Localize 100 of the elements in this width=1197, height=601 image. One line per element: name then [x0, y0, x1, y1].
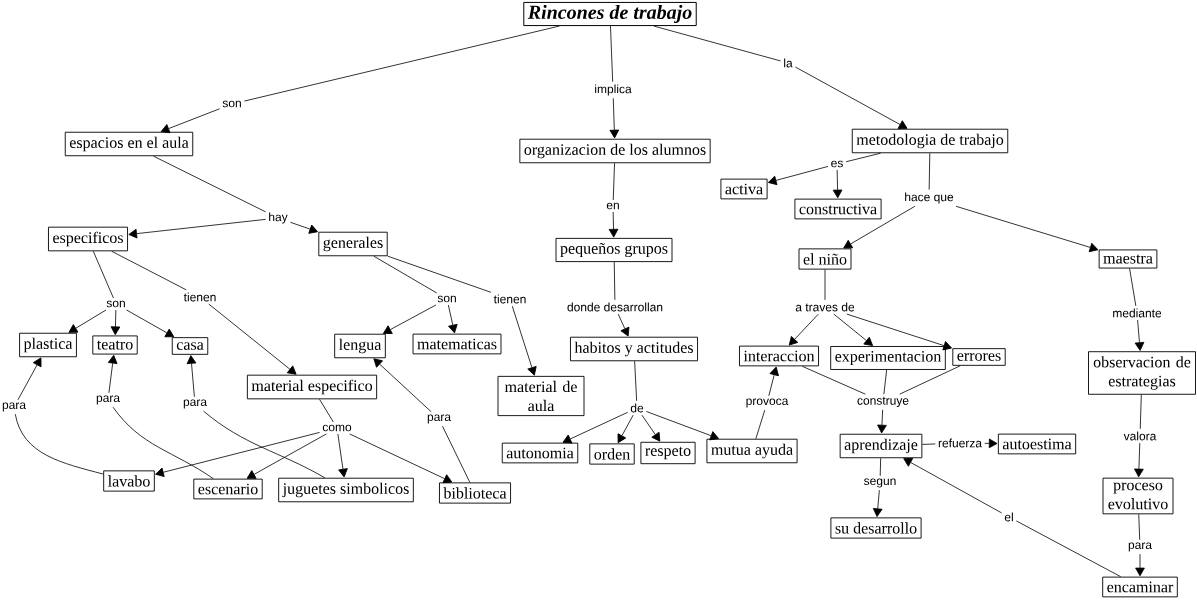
- arrow: [337, 433, 348, 478]
- concept-box: especificos: [48, 226, 128, 252]
- arrow: [447, 304, 458, 334]
- linking-phrase: de: [630, 403, 644, 413]
- linking-phrase: hay: [269, 212, 288, 224]
- arrow: [128, 218, 267, 239]
- arrow: [788, 313, 819, 346]
- concept-box: orden: [589, 443, 635, 465]
- concept-box: constructiva: [794, 198, 882, 220]
- linking-phrase: provoca: [746, 398, 789, 408]
- concept-box: teatro: [92, 335, 138, 355]
- connector-line: [899, 365, 961, 395]
- connector-line: [755, 409, 766, 440]
- linking-phrase: mediante: [1113, 308, 1162, 318]
- arrow: [126, 309, 175, 338]
- arrow: [768, 366, 779, 397]
- main-concept-box: Rincones de trabajo: [523, 1, 697, 27]
- concept-box: habitos y actitudes: [570, 336, 698, 362]
- connector-line: [883, 369, 888, 395]
- concept-box: material especifico: [246, 374, 378, 400]
- linking-phrase: para: [427, 414, 451, 424]
- linking-phrase: donde desarrollan: [567, 302, 663, 312]
- linking-phrase: son: [437, 295, 456, 303]
- linking-phrase: implica: [595, 84, 632, 96]
- concept-box: autonomia: [501, 442, 579, 464]
- arrow: [373, 358, 432, 413]
- connector-line: [1139, 394, 1142, 430]
- connector-line: [112, 406, 214, 480]
- arrow: [160, 108, 221, 134]
- arrow: [872, 489, 883, 517]
- arrow: [846, 313, 952, 351]
- arrow: [208, 303, 297, 375]
- concept-box: generales: [318, 231, 388, 257]
- arrow: [17, 357, 42, 401]
- concept-box: espacios en el aula: [64, 131, 194, 157]
- connector-line: [14, 413, 104, 475]
- linking-phrase: la: [784, 58, 793, 68]
- arrow: [877, 409, 887, 434]
- linking-phrase: tienen: [183, 292, 216, 302]
- concept-box: lengua: [334, 333, 386, 359]
- connector-line: [921, 443, 936, 445]
- arrow: [1135, 553, 1145, 577]
- connector-line: [153, 155, 267, 213]
- arrow: [1134, 442, 1144, 478]
- concept-box: errores: [952, 348, 1006, 366]
- concept-box: su desarrollo: [830, 517, 922, 539]
- connector-line: [203, 410, 326, 479]
- concept-box: autoestima: [997, 433, 1077, 455]
- linking-phrase: como: [322, 424, 352, 432]
- arrow: [186, 355, 197, 398]
- linking-phrase: para: [2, 402, 26, 412]
- linking-phrase: en: [606, 202, 619, 210]
- linking-phrase: son: [106, 300, 125, 308]
- connector-line: [387, 255, 492, 293]
- concept-box: matematicas: [412, 333, 502, 355]
- concept-box: interaccion: [739, 345, 819, 367]
- concept-box: el niño: [798, 248, 852, 270]
- connector-line: [1015, 520, 1122, 578]
- linking-phrase: a traves de: [795, 302, 855, 312]
- arrow: [646, 411, 719, 441]
- linking-phrase: para: [96, 395, 120, 405]
- connector-line: [634, 360, 638, 402]
- concept-box: plastica: [19, 332, 77, 358]
- concept-box: respeto: [640, 441, 696, 465]
- arrow: [382, 304, 437, 334]
- arrow: [68, 309, 107, 333]
- arrow: [609, 97, 620, 139]
- arrow: [349, 433, 453, 484]
- linking-phrase: refuerza: [938, 438, 982, 448]
- connector-line: [244, 25, 560, 102]
- arrow: [903, 458, 1003, 514]
- linking-phrase: segun: [864, 478, 896, 488]
- arrow: [290, 221, 318, 234]
- arrow: [617, 414, 634, 444]
- arrow: [795, 66, 908, 129]
- concept-box: organizacion de los alumnos: [519, 138, 711, 164]
- linking-phrase: es: [831, 160, 843, 168]
- connector-line: [610, 25, 614, 83]
- linking-phrase: hace que: [905, 192, 954, 204]
- connector-line: [879, 457, 882, 477]
- arrow: [617, 313, 630, 337]
- concept-box: juguetes simbolicos: [278, 477, 414, 503]
- concept-box: escenario: [193, 478, 263, 500]
- connector-line: [612, 162, 615, 201]
- arrow: [155, 432, 321, 477]
- arrow: [511, 305, 537, 376]
- arrow: [608, 211, 619, 238]
- linking-phrase: el: [1004, 512, 1013, 522]
- connector-line: [373, 255, 438, 294]
- connector-line: [928, 152, 931, 191]
- linking-phrase: son: [222, 100, 241, 108]
- arrow: [767, 166, 829, 186]
- arrow: [641, 414, 661, 442]
- connector-line: [319, 398, 334, 423]
- concept-box: encaminar: [1102, 576, 1178, 598]
- connector-line: [824, 269, 826, 301]
- linking-phrase: para: [183, 399, 207, 409]
- concept-box: proceso evolutivo: [1102, 477, 1174, 515]
- arrow: [984, 438, 998, 449]
- arrow: [1134, 319, 1145, 351]
